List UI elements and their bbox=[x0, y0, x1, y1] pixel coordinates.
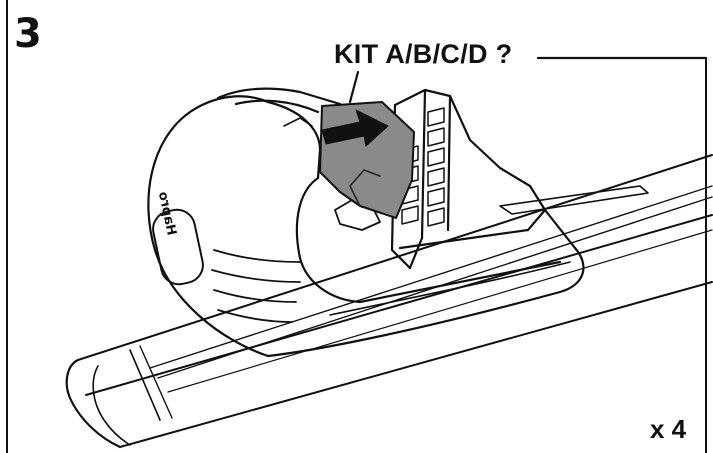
roof-bar bbox=[65, 154, 713, 449]
kit-callout-label: KIT A/B/C/D ? bbox=[334, 39, 513, 69]
panel-frame bbox=[6, 0, 707, 453]
step-number: 3 bbox=[14, 11, 42, 57]
brand-text: Hapro bbox=[155, 190, 179, 237]
quantity-label: x 4 bbox=[650, 414, 687, 444]
callout-leader bbox=[348, 56, 708, 104]
brand-badge bbox=[152, 208, 204, 286]
insert-arrow bbox=[321, 109, 389, 147]
foot-body bbox=[147, 87, 585, 358]
